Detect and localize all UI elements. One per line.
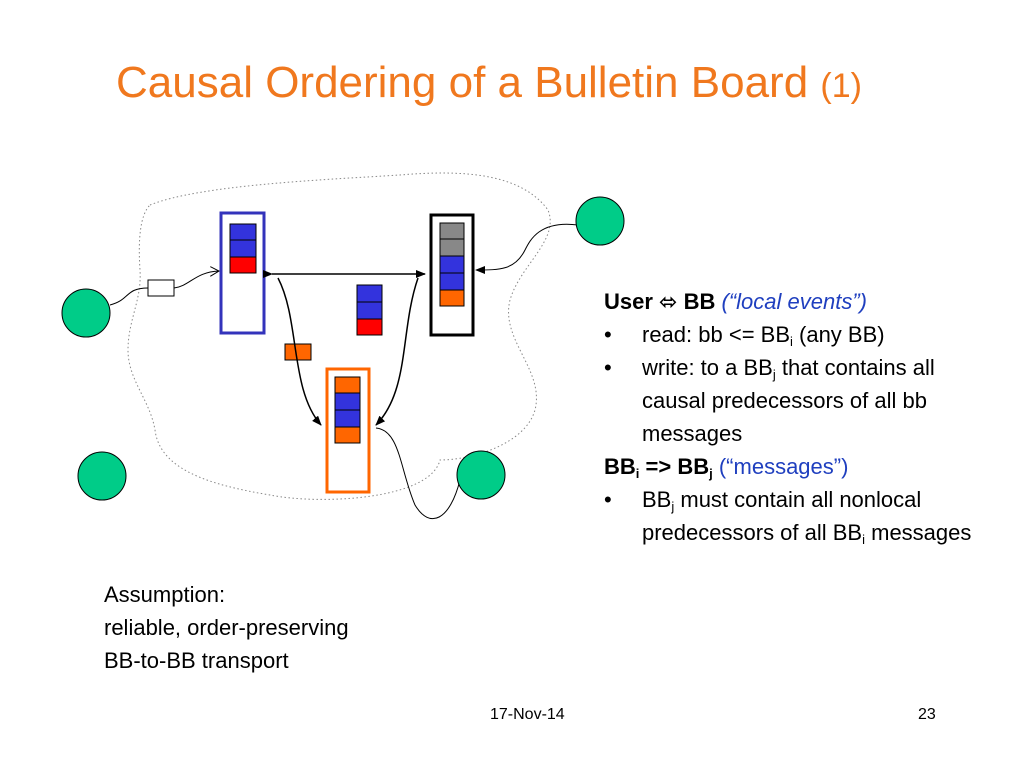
- subscript-i: i: [790, 334, 793, 349]
- bb-bottom-frame: [325, 367, 371, 494]
- link-right-to-bottom: [375, 277, 419, 426]
- note-local-events: (“local events”): [721, 289, 867, 314]
- bb-right-cell: [439, 289, 465, 307]
- bullet-read-tail: (any BB): [792, 322, 885, 347]
- assumption-line: reliable, order-preserving: [104, 615, 349, 640]
- network-cloud: [127, 172, 551, 500]
- title-main: Causal Ordering of a Bulletin Board: [116, 58, 809, 107]
- bb-bottom-cell: [334, 392, 361, 411]
- label-arrow-bb-j: => BB: [639, 454, 710, 479]
- double-arrow-icon: ⬄: [659, 289, 678, 314]
- user-node: [575, 196, 625, 246]
- user-node: [456, 450, 506, 500]
- bb-left-cell: [229, 239, 257, 258]
- bullet-nonlocal-tail: messages: [865, 520, 972, 545]
- bullet-read: • read: bb <= BBi (any BB): [604, 318, 1004, 351]
- message-in-transit: [356, 301, 383, 320]
- bb-bottom-cell: [334, 426, 361, 444]
- bullet-dot: •: [604, 322, 612, 347]
- bullet-dot: •: [604, 355, 612, 380]
- bullet-nonlocal-text: BB: [642, 487, 672, 512]
- footer-date: 17-Nov-14: [490, 706, 565, 723]
- user-link-topright: [475, 223, 579, 274]
- message-in-transit: [356, 284, 383, 303]
- page-number: 23: [918, 706, 936, 723]
- bb-right-cell: [439, 255, 465, 274]
- subscript-i: i: [635, 466, 640, 481]
- subscript-j: j: [772, 367, 776, 382]
- user-node: [77, 451, 127, 501]
- assumption-line: BB-to-BB transport: [104, 648, 289, 673]
- bb-bottom-cell: [334, 409, 361, 428]
- bb-left-cell: [229, 223, 257, 241]
- message-in-transit: [356, 318, 383, 336]
- bullet-dot: •: [604, 487, 612, 512]
- user-write-message: [147, 279, 175, 297]
- user-node: [61, 288, 111, 338]
- bullet-write-tail: that contains all causal predecessors of…: [642, 355, 935, 446]
- explanation-panel: User ⬄ BB (“local events”) • read: bb <=…: [604, 285, 1004, 549]
- assumption-heading: Assumption:: [104, 582, 226, 607]
- link-left-to-bottom: [277, 277, 322, 426]
- user-link-left-to-bb: [173, 271, 219, 289]
- heading-bb-to-bb: BBi => BBj (“messages”): [604, 450, 1004, 483]
- bullet-write: • write: to a BBj that contains all caus…: [604, 351, 1004, 450]
- user-link-bottomright: [375, 427, 461, 520]
- bb-right-cell: [439, 222, 465, 240]
- bullet-nonlocal: • BBj must contain all nonlocal predeces…: [604, 483, 1004, 549]
- bb-right-cell: [439, 238, 465, 257]
- assumption-note: Assumption: reliable, order-preserving B…: [104, 578, 349, 677]
- bullet-write-text: write: to a BB: [642, 355, 773, 380]
- user-link-left: [109, 287, 149, 306]
- label-bb: BB: [683, 289, 716, 314]
- orange-message: [284, 343, 312, 361]
- heading-user-bb: User ⬄ BB (“local events”): [604, 285, 1004, 318]
- bb-right-cell: [439, 272, 465, 291]
- bb-left-cell: [229, 256, 257, 274]
- subscript-j: j: [709, 466, 713, 481]
- title-number: (1): [820, 67, 862, 105]
- slide-title: Causal Ordering of a Bulletin Board (1): [116, 58, 862, 108]
- bullet-nonlocal-mid: must contain all nonlocal predecessors o…: [642, 487, 922, 545]
- bb-bottom-cell: [334, 376, 361, 394]
- subscript-j: j: [671, 499, 675, 514]
- bb-right-frame: [429, 213, 475, 337]
- subscript-i: i: [862, 532, 865, 547]
- label-user: User: [604, 289, 653, 314]
- bullet-read-text: read: bb <= BB: [642, 322, 790, 347]
- label-bb-i: BB: [604, 454, 636, 479]
- note-messages: (“messages”): [718, 454, 849, 479]
